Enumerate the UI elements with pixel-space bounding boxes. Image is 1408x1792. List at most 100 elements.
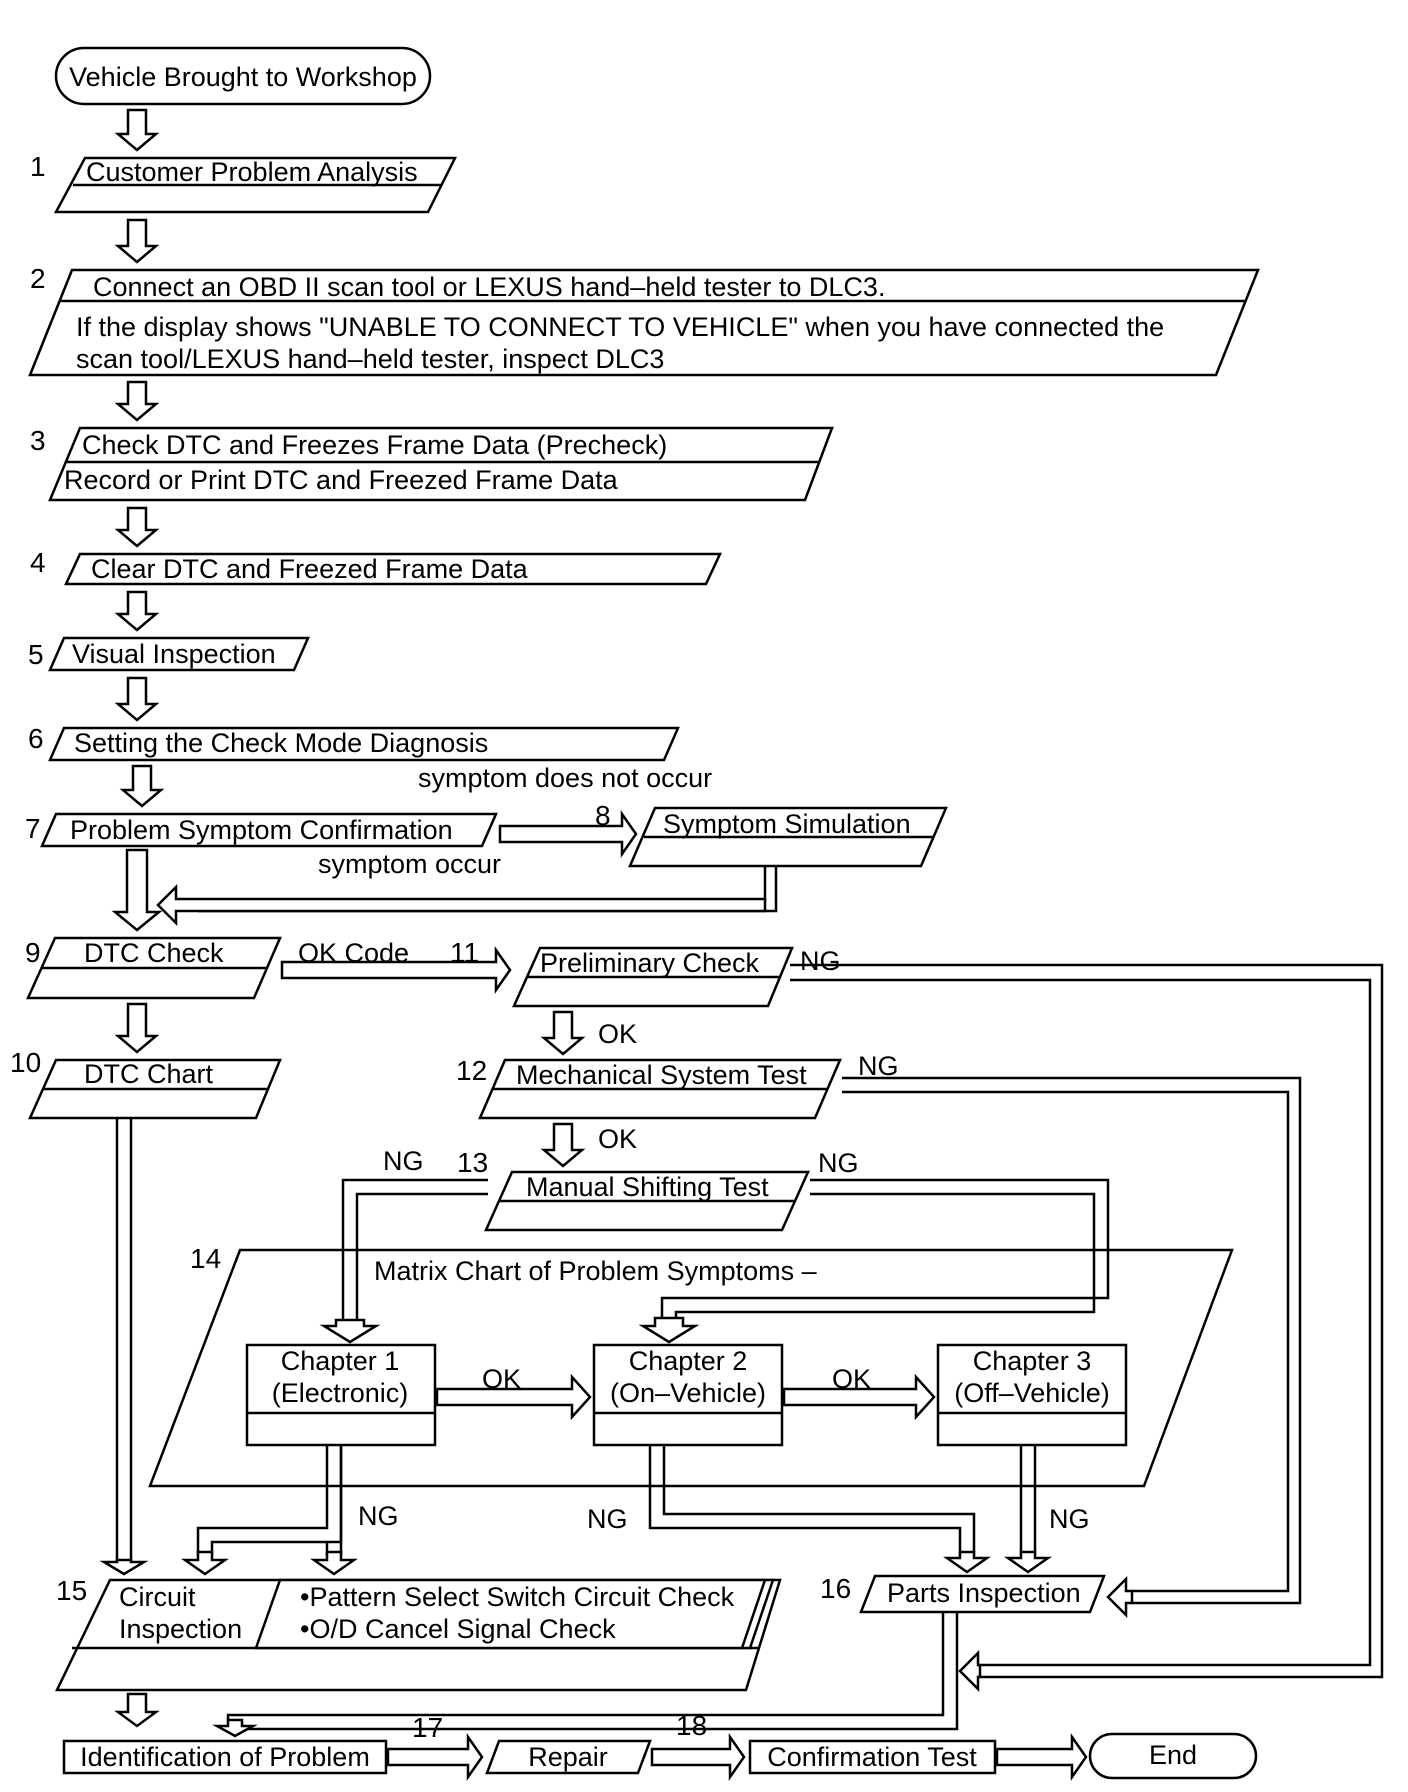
chapter-3-box bbox=[936, 1343, 1128, 1447]
arrow-13-left-15 bbox=[114, 1692, 160, 1728]
step-5-box bbox=[48, 636, 310, 672]
step-number-14: 14 bbox=[190, 1243, 221, 1274]
arrow-7-to-9 bbox=[111, 848, 163, 932]
step-number-17: 17 bbox=[412, 1712, 443, 1743]
step-12-ok-label: OK bbox=[598, 1124, 637, 1154]
step-2-line1: Connect an OBD II scan tool or LEXUS han… bbox=[93, 272, 885, 302]
arrow-ch2-ng-to-16 bbox=[943, 1550, 991, 1574]
arrow-10-to-15 bbox=[99, 1558, 149, 1576]
step-number-15: 15 bbox=[56, 1575, 87, 1606]
step-8-label: Symptom Simulation bbox=[663, 809, 911, 839]
step-13-label: Manual Shifting Test bbox=[526, 1172, 769, 1202]
arrow-ch3-ng-to-16 bbox=[1004, 1550, 1052, 1574]
step-15-sub1: •Pattern Select Switch Circuit Check bbox=[300, 1582, 735, 1612]
step-2-box bbox=[28, 268, 1260, 377]
arrow-1-to-2 bbox=[114, 218, 160, 264]
arrow-13-ng-chapter2 bbox=[638, 1316, 700, 1344]
chapter-2-box bbox=[592, 1343, 784, 1447]
arrow-18-to-end bbox=[995, 1733, 1088, 1781]
arrow-6-to-7 bbox=[119, 764, 165, 808]
chapter-2-ng-label: NG bbox=[587, 1504, 628, 1534]
step-number-4: 4 bbox=[30, 547, 46, 578]
step-6-label: Setting the Check Mode Diagnosis bbox=[74, 728, 488, 758]
arrow-4-to-5 bbox=[114, 590, 160, 632]
chapter-1-box bbox=[245, 1343, 437, 1447]
step-17-label: Repair bbox=[528, 1742, 608, 1772]
chapter-3-line2: (Off–Vehicle) bbox=[954, 1378, 1110, 1408]
step-number-9: 9 bbox=[25, 937, 41, 968]
step-12-ng-label: NG bbox=[858, 1051, 899, 1081]
arrow-9-to-10 bbox=[114, 1002, 160, 1054]
step-3-line1: Check DTC and Freezes Frame Data (Preche… bbox=[82, 430, 667, 460]
step-number-10: 10 bbox=[10, 1047, 41, 1078]
step-2-line2: If the display shows "UNABLE TO CONNECT … bbox=[76, 312, 1164, 342]
step-14-label: Matrix Chart of Problem Symptoms – bbox=[374, 1256, 817, 1286]
step-17-box bbox=[485, 1739, 652, 1775]
confirmation-label: Confirmation Test bbox=[767, 1742, 977, 1772]
step-7-box bbox=[40, 812, 498, 848]
arrow-11-ng-to-16 bbox=[958, 1649, 982, 1693]
start-label: Vehicle Brought to Workshop bbox=[69, 62, 417, 92]
arrow-17-to-18 bbox=[650, 1733, 746, 1781]
step-11-ng-label: NG bbox=[800, 946, 841, 976]
arrows-layer bbox=[99, 108, 1134, 1781]
arrow-ch1-ng-to-15b bbox=[310, 1550, 358, 1576]
arrow-2-to-3 bbox=[114, 380, 160, 422]
arrow-9-to-11 bbox=[280, 946, 512, 994]
arrow-ch1-ng-to-15 bbox=[181, 1550, 229, 1576]
step-number-7: 7 bbox=[25, 813, 41, 844]
arrow-start-to-1 bbox=[114, 108, 160, 152]
arrow-ch2-to-ch3 bbox=[782, 1373, 936, 1421]
connector-lines bbox=[115, 866, 1384, 1731]
step-11-ok-label: OK bbox=[598, 1019, 637, 1049]
step-5-label: Visual Inspection bbox=[72, 639, 276, 669]
step-15-line1: Circuit bbox=[119, 1582, 196, 1612]
step-16-label: Parts Inspection bbox=[887, 1578, 1081, 1608]
step-number-6: 6 bbox=[28, 723, 44, 754]
step-2-line3: scan tool/LEXUS hand–held tester, inspec… bbox=[76, 344, 664, 374]
arrow-12-ng-to-16 bbox=[1106, 1575, 1134, 1619]
step-number-1: 1 bbox=[30, 151, 46, 182]
arrow-12-to-13 bbox=[540, 1122, 586, 1168]
step-number-3: 3 bbox=[30, 425, 46, 456]
arrow-11-to-12 bbox=[540, 1010, 586, 1056]
arrow-13-ng-chapter1 bbox=[319, 1318, 381, 1344]
symptom-not-occur-label: symptom does not occur bbox=[418, 763, 712, 793]
symptom-occur-label: symptom occur bbox=[318, 849, 501, 879]
step-number-12: 12 bbox=[456, 1055, 487, 1086]
step-number-8: 8 bbox=[595, 800, 611, 831]
step-4-box bbox=[64, 552, 722, 586]
step-7-label: Problem Symptom Confirmation bbox=[70, 815, 453, 845]
arrow-ch1-to-ch2 bbox=[435, 1373, 592, 1421]
chapter-2-line2: (On–Vehicle) bbox=[610, 1378, 766, 1408]
step-15-line2: Inspection bbox=[119, 1614, 242, 1644]
arrow-identify-to-17 bbox=[386, 1733, 484, 1781]
step-13-ng-left-label: NG bbox=[383, 1146, 424, 1176]
step-3-line2: Record or Print DTC and Freezed Frame Da… bbox=[64, 465, 619, 495]
arrow-3-to-4 bbox=[114, 506, 160, 548]
chapter-3-ng-label: NG bbox=[1049, 1504, 1090, 1534]
arrow-5-to-6 bbox=[114, 676, 160, 722]
chapter-1-ng-label: NG bbox=[358, 1501, 399, 1531]
step-15-sub2: •O/D Cancel Signal Check bbox=[300, 1614, 616, 1644]
step-11-label: Preliminary Check bbox=[540, 948, 760, 978]
step-1-label: Customer Problem Analysis bbox=[86, 157, 418, 187]
step-13-ng-right-label: NG bbox=[818, 1148, 859, 1178]
confirmation-box bbox=[748, 1739, 997, 1775]
chapter-1-line2: (Electronic) bbox=[272, 1378, 409, 1408]
arrow-7-to-8 bbox=[498, 810, 638, 858]
step-12-label: Mechanical System Test bbox=[516, 1060, 807, 1090]
arrow-8-feedback bbox=[156, 883, 767, 927]
chapter-2-line1: Chapter 2 bbox=[629, 1346, 748, 1376]
step-9-label: DTC Check bbox=[84, 938, 224, 968]
step-4-label: Clear DTC and Freezed Frame Data bbox=[91, 554, 529, 584]
step-number-13: 13 bbox=[457, 1147, 488, 1178]
step-3-box bbox=[48, 426, 834, 502]
step-6-box bbox=[48, 726, 680, 762]
step-16-box bbox=[859, 1574, 1106, 1614]
chapter-3-line1: Chapter 3 bbox=[973, 1346, 1092, 1376]
identification-label: Identification of Problem bbox=[80, 1742, 370, 1772]
end-label: End bbox=[1149, 1740, 1197, 1770]
start-terminal bbox=[54, 46, 432, 106]
